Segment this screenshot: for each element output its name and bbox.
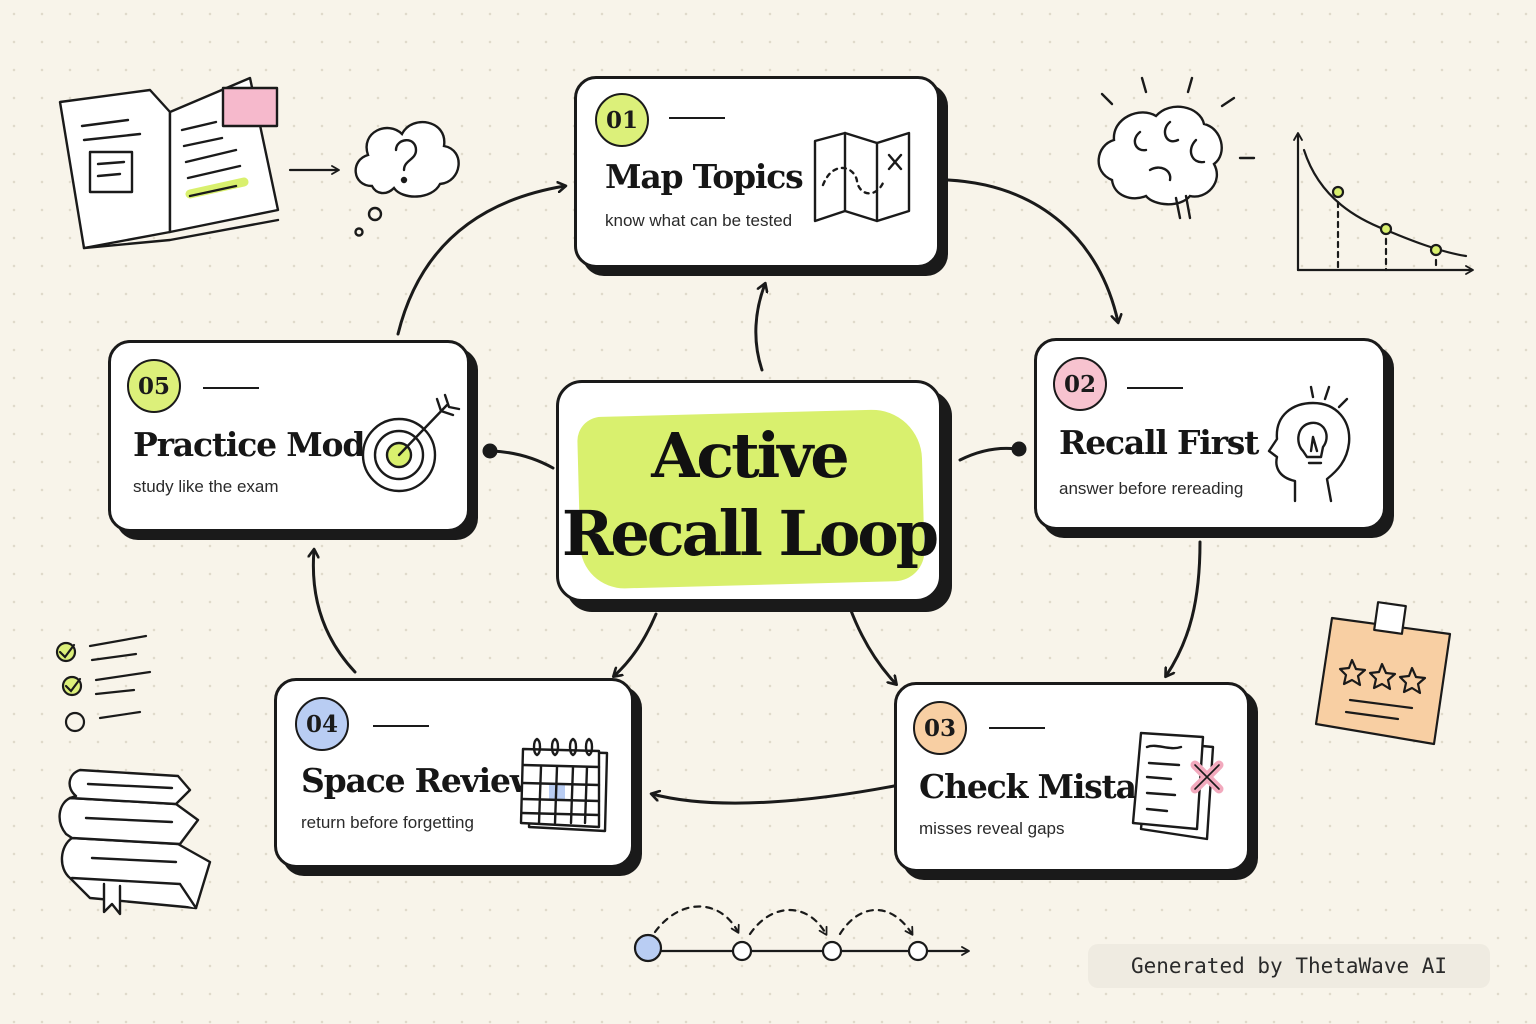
step-subtitle: misses reveal gaps bbox=[919, 819, 1065, 838]
title-line-2: Recall Loop bbox=[561, 497, 939, 570]
spoke-to-02 bbox=[958, 446, 1019, 462]
checklist-icon bbox=[55, 634, 152, 733]
spoke-to-04 bbox=[614, 612, 658, 676]
brain-icon bbox=[1097, 76, 1256, 220]
step-card-practice-mode: 05 Practice Mode study like the exam bbox=[108, 340, 470, 532]
step-title: Recall First bbox=[1059, 423, 1259, 462]
step-card-recall-first: 02 Recall First answer before rereading bbox=[1034, 338, 1386, 530]
question-cloud-icon bbox=[354, 120, 460, 237]
step-number-badge: 04 bbox=[295, 697, 349, 751]
badge-dash bbox=[203, 387, 259, 389]
step-subtitle: know what can be tested bbox=[605, 211, 793, 230]
arrow-01-to-02 bbox=[946, 178, 1118, 322]
step-number-badge: 02 bbox=[1053, 357, 1107, 411]
loop-arrows bbox=[313, 178, 1202, 805]
hub-spokes bbox=[482, 284, 1027, 684]
calendar-icon bbox=[519, 737, 609, 833]
spoke-dot-05 bbox=[482, 443, 498, 459]
target-icon bbox=[361, 393, 461, 493]
badge-dash bbox=[989, 727, 1045, 729]
book-stack-icon bbox=[58, 768, 212, 916]
credit-badge: Generated by ThetaWave AI bbox=[1088, 944, 1490, 988]
step-number-badge: 01 bbox=[595, 93, 649, 147]
title-line-1: Active bbox=[651, 419, 850, 492]
arrow-02-to-03 bbox=[1166, 540, 1202, 676]
head-lightbulb-icon bbox=[1267, 385, 1351, 503]
step-card-space-review: 04 Space Review return before forgetting bbox=[274, 678, 634, 868]
arrow-05-to-01 bbox=[396, 186, 565, 336]
map-icon bbox=[813, 131, 911, 223]
spoke-to-03 bbox=[848, 606, 896, 684]
page-title: Active Recall Loop bbox=[559, 417, 939, 573]
badge-dash bbox=[1127, 387, 1183, 389]
step-title: Map Topics bbox=[605, 157, 804, 196]
arrow-03-to-04 bbox=[652, 784, 896, 805]
spoke-to-05 bbox=[490, 449, 555, 470]
spaced-timeline-icon bbox=[633, 905, 970, 963]
step-card-check-mistakes: 03 Check Mistakes misses reveal gaps bbox=[894, 682, 1250, 872]
badge-dash bbox=[669, 117, 725, 119]
spoke-dot-02 bbox=[1011, 441, 1027, 457]
step-title: Practice Mode bbox=[133, 425, 385, 464]
badge-dash bbox=[373, 725, 429, 727]
step-number-badge: 03 bbox=[913, 701, 967, 755]
step-card-map-topics: 01 Map Topics know what can be tested bbox=[574, 76, 940, 268]
arrow-04-to-05 bbox=[313, 550, 357, 674]
center-title-card: Active Recall Loop bbox=[556, 380, 942, 602]
step-subtitle: return before forgetting bbox=[301, 813, 474, 832]
sticky-note-stars-icon bbox=[1314, 601, 1452, 746]
spoke-to-01 bbox=[754, 284, 765, 372]
open-book-icon bbox=[58, 76, 280, 250]
step-subtitle: answer before rereading bbox=[1059, 479, 1244, 498]
forgetting-curve-icon bbox=[1293, 132, 1474, 275]
step-title: Space Review bbox=[301, 761, 538, 800]
step-subtitle: study like the exam bbox=[133, 477, 279, 496]
document-x-icon bbox=[1131, 731, 1224, 841]
step-number-badge: 05 bbox=[127, 359, 181, 413]
